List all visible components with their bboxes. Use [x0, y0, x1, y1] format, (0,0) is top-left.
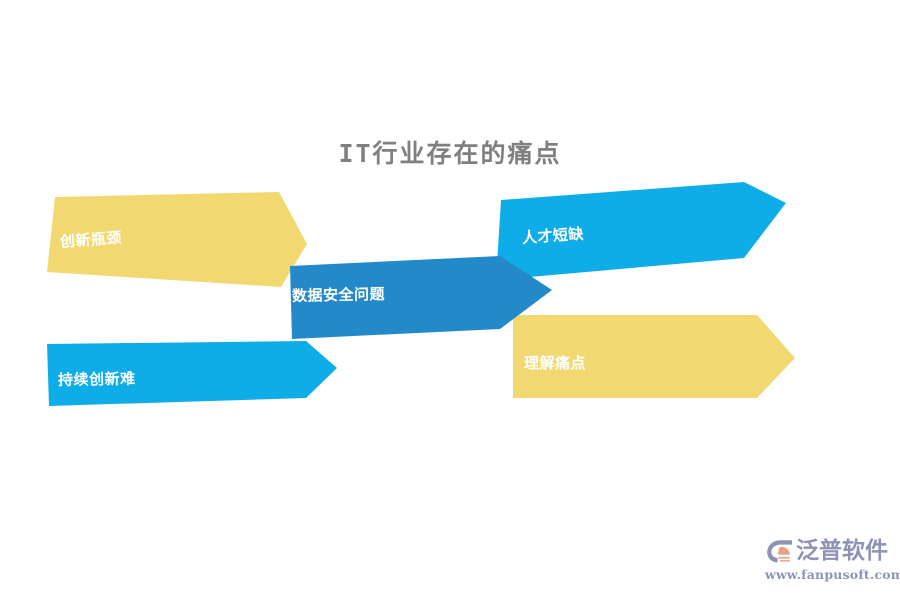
arrow-shape-continuous-innovation[interactable] [47, 341, 337, 406]
arrow-shape-innovation-bottleneck[interactable] [47, 192, 307, 287]
arrow-label-continuous-innovation: 持续创新难 [57, 370, 136, 389]
arrow-label-understand-painpoint: 理解痛点 [524, 355, 587, 372]
arrow-label-talent-shortage: 人才短缺 [521, 225, 585, 247]
arrow-label-data-security: 数据安全问题 [291, 286, 386, 305]
brand-logo: 泛普软件 www.fanpusoft.com [765, 536, 900, 588]
arrow-shape-data-security[interactable] [290, 256, 552, 339]
arrow-shape-understand-painpoint[interactable] [513, 315, 795, 398]
arrow-shape-talent-shortage[interactable] [496, 182, 786, 280]
page-title: IT行业存在的痛点 [338, 139, 562, 168]
logo-url: www.fanpusoft.com [765, 567, 900, 582]
fanpu-logo-icon [765, 537, 795, 565]
logo-wordmark: 泛普软件 [796, 538, 888, 564]
logo-row: 泛普软件 [765, 536, 895, 566]
